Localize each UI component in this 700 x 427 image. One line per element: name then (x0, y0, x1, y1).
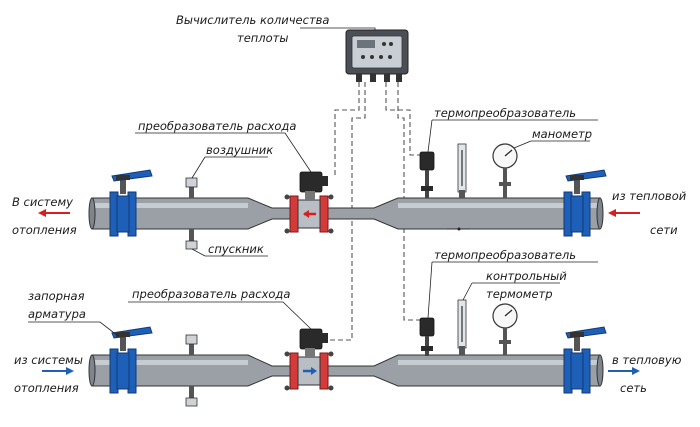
label-from-network-line1: из тепловой (612, 189, 687, 203)
arrow-to-network (608, 367, 640, 375)
label-air-vent: воздушник (206, 143, 273, 157)
top-pipeline (88, 197, 604, 230)
control-thermometer-icon (457, 299, 467, 355)
label-to-network-line1: в тепловую (612, 353, 682, 367)
label-from-heating-line2: отопления (14, 381, 79, 395)
label-heat-calculator-line1: Вычислитель количества (176, 13, 329, 27)
label-flow-converter-top: преобразователь расхода (138, 119, 296, 133)
label-shutoff-line1: запорная (28, 289, 85, 303)
gate-valve-icon (109, 326, 153, 394)
signal-line-flow-top (334, 82, 360, 178)
arrow-from-heating (42, 367, 74, 375)
gate-valve-icon (109, 169, 153, 237)
heat-calculator-icon (345, 29, 409, 82)
label-shutoff-line2: арматура (28, 307, 86, 321)
drain-icon (185, 386, 198, 407)
label-thermo-converter-top: термопреобразователь (434, 106, 576, 120)
label-to-heating-line2: отопления (12, 223, 77, 237)
arrow-from-network (608, 209, 640, 217)
label-manometer: манометр (532, 127, 592, 141)
gate-valve-icon (563, 169, 607, 237)
label-drain: спускник (208, 242, 264, 256)
label-flow-converter-bottom: преобразователь расхода (132, 287, 290, 301)
flowmeter-icon (284, 328, 334, 391)
gate-valve-icon (563, 326, 607, 394)
control-thermometer-icon (457, 143, 467, 198)
label-from-network-line2: сети (650, 223, 678, 237)
label-control-thermometer-line1: контрольный (486, 269, 567, 283)
signal-line-thermo-top (385, 82, 424, 156)
label-to-heating-line1: В систему (12, 195, 73, 209)
bottom-pipeline (88, 354, 604, 387)
label-thermo-converter-bottom: термопреобразователь (434, 248, 576, 262)
label-to-network-line2: сеть (620, 381, 647, 395)
signal-line-flow-bottom (318, 82, 366, 341)
manometer-icon (492, 303, 518, 355)
label-control-thermometer-line2: термометр (486, 287, 553, 301)
manometer-icon (492, 143, 518, 198)
air-vent-icon (185, 177, 198, 198)
signal-line-thermo-bottom (397, 82, 424, 321)
label-from-heating-line1: из системы (14, 353, 83, 367)
drain-icon (185, 229, 198, 250)
flowmeter-icon (284, 171, 334, 234)
arrow-to-heating (38, 209, 70, 217)
label-heat-calculator-line2: теплоты (237, 31, 288, 45)
thermometer-icon (419, 151, 435, 198)
thermometer-icon (419, 317, 435, 356)
air-vent-icon (185, 334, 198, 355)
